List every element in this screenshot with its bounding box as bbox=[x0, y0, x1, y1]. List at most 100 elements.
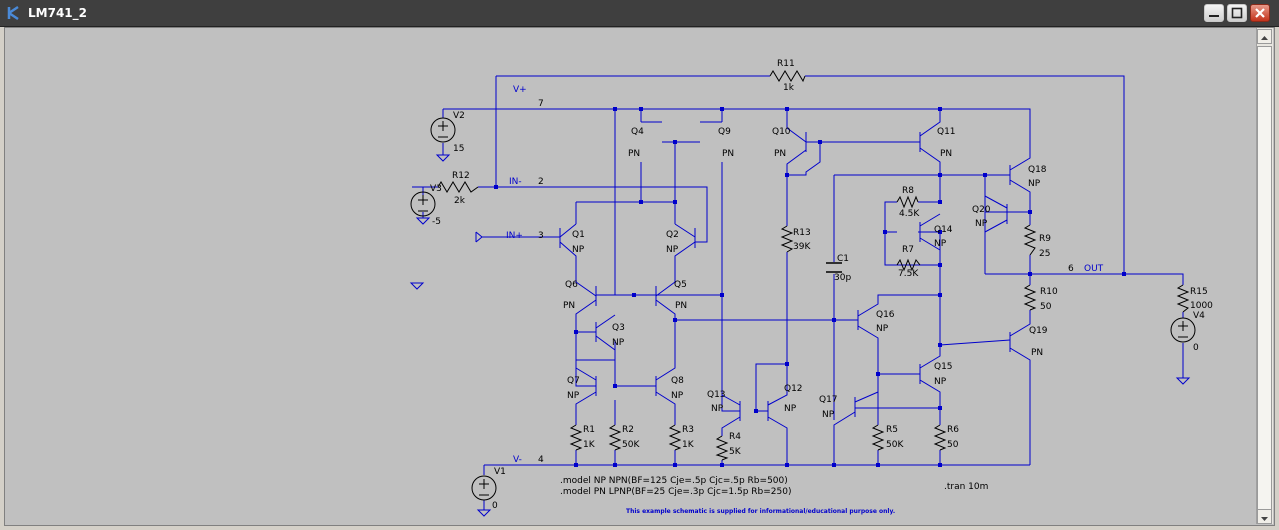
label-r13-value: 39K bbox=[793, 242, 811, 252]
label-v1-value: 0 bbox=[492, 501, 498, 511]
scroll-up-button[interactable] bbox=[1257, 29, 1272, 44]
label-r6-value: 50 bbox=[947, 440, 959, 450]
label-q11: Q11 bbox=[937, 127, 956, 137]
label-r1: R1 bbox=[583, 425, 595, 435]
label-q14-model: NP bbox=[934, 239, 947, 249]
source-v2 bbox=[430, 117, 456, 143]
label-q13-model: NP bbox=[711, 404, 724, 414]
node-6: 6 bbox=[1068, 264, 1074, 274]
label-r2-value: 50K bbox=[622, 440, 640, 450]
label-r11: R11 bbox=[777, 59, 795, 69]
resistor-r11 bbox=[769, 70, 806, 83]
spice-model-pn: .model PN LPNP(BF=25 Cje=.3p Cjc=1.5p Rb… bbox=[560, 487, 791, 497]
label-c1-value: 30p bbox=[834, 273, 851, 283]
close-icon bbox=[1255, 8, 1265, 18]
ground-v1 bbox=[476, 509, 492, 517]
resistor-r9 bbox=[1023, 224, 1037, 256]
label-q4: Q4 bbox=[631, 127, 644, 137]
label-r10: R10 bbox=[1040, 287, 1058, 297]
resistor-r12 bbox=[437, 181, 479, 193]
label-q12: Q12 bbox=[784, 384, 803, 394]
ground-v2 bbox=[435, 154, 451, 162]
label-r7: R7 bbox=[902, 245, 914, 255]
disclaimer-text: This example schematic is supplied for i… bbox=[626, 508, 895, 515]
label-q2: Q2 bbox=[666, 230, 679, 240]
resistor-r6 bbox=[933, 424, 947, 451]
ltspice-icon bbox=[7, 5, 19, 21]
resistor-r1 bbox=[569, 424, 583, 451]
node-7: 7 bbox=[538, 99, 544, 109]
label-r15-value: 1000 bbox=[1190, 301, 1213, 311]
node-2: 2 bbox=[538, 177, 544, 187]
label-r3: R3 bbox=[682, 425, 694, 435]
label-r12: R12 bbox=[452, 171, 470, 181]
grounds bbox=[409, 154, 1191, 517]
resistor-r10 bbox=[1023, 284, 1037, 311]
title-bar: LM741_2 bbox=[0, 0, 1279, 27]
label-r4: R4 bbox=[729, 432, 741, 442]
label-q10-model: PN bbox=[774, 149, 786, 159]
source-v1 bbox=[471, 475, 497, 501]
net-in-minus: IN- bbox=[509, 177, 522, 187]
label-q19: Q19 bbox=[1029, 326, 1048, 336]
vertical-scrollbar[interactable] bbox=[1256, 28, 1273, 524]
label-q3: Q3 bbox=[612, 323, 625, 333]
label-r3-value: 1K bbox=[682, 440, 695, 450]
label-q12-model: NP bbox=[784, 404, 797, 414]
maximize-icon bbox=[1231, 7, 1243, 19]
in-plus-flag bbox=[475, 231, 483, 243]
label-q5-model: PN bbox=[675, 301, 687, 311]
label-q20: Q20 bbox=[972, 205, 991, 215]
ground-v4 bbox=[1175, 377, 1191, 385]
minimize-button[interactable] bbox=[1204, 4, 1224, 22]
label-q11-model: PN bbox=[940, 149, 952, 159]
resistor-r13 bbox=[780, 225, 794, 253]
label-v4: V4 bbox=[1193, 311, 1205, 321]
label-q20-model: NP bbox=[975, 219, 988, 229]
label-v4-value: 0 bbox=[1193, 343, 1199, 353]
label-r1-value: 1K bbox=[583, 440, 596, 450]
close-button[interactable] bbox=[1250, 4, 1270, 22]
label-v3-value: -5 bbox=[432, 217, 441, 227]
source-v4 bbox=[1170, 317, 1196, 343]
resistor-r4 bbox=[715, 435, 729, 461]
label-q17-model: NP bbox=[822, 410, 835, 420]
label-r9-value: 25 bbox=[1039, 249, 1050, 259]
scroll-down-button[interactable] bbox=[1257, 509, 1272, 524]
label-c1: C1 bbox=[837, 254, 849, 264]
net-out: OUT bbox=[1084, 264, 1104, 274]
label-v2-value: 15 bbox=[453, 144, 464, 154]
label-q16-model: NP bbox=[876, 324, 889, 334]
label-v3: V3 bbox=[430, 184, 442, 194]
label-q8: Q8 bbox=[671, 376, 684, 386]
resistor-r15 bbox=[1176, 284, 1190, 313]
node-4: 4 bbox=[538, 455, 544, 465]
ground-v3 bbox=[415, 217, 431, 225]
label-q13: Q13 bbox=[707, 390, 726, 400]
label-r10-value: 50 bbox=[1040, 302, 1052, 312]
ground-stray bbox=[409, 282, 425, 290]
scroll-thumb[interactable] bbox=[1257, 46, 1272, 510]
wires bbox=[412, 75, 1184, 510]
label-q5: Q5 bbox=[674, 280, 687, 290]
label-r9: R9 bbox=[1039, 234, 1051, 244]
label-r11-value: 1k bbox=[783, 83, 795, 93]
label-v1: V1 bbox=[494, 467, 506, 477]
label-r8-value: 4.5K bbox=[899, 209, 920, 219]
label-q3-model: NP bbox=[612, 338, 625, 348]
label-q1-model: NP bbox=[572, 245, 585, 255]
resistor-r7 bbox=[896, 258, 921, 272]
label-q9-model: PN bbox=[722, 149, 734, 159]
label-q10: Q10 bbox=[772, 127, 791, 137]
spice-model-np: .model NP NPN(BF=125 Cje=.5p Cjc=.5p Rb=… bbox=[560, 476, 788, 486]
label-q17: Q17 bbox=[819, 395, 838, 405]
maximize-button[interactable] bbox=[1227, 4, 1247, 22]
minimize-icon bbox=[1209, 15, 1219, 17]
label-q19-model: PN bbox=[1031, 348, 1043, 358]
resistor-r5 bbox=[871, 424, 885, 451]
label-r6: R6 bbox=[947, 425, 959, 435]
window-title: LM741_2 bbox=[28, 6, 87, 20]
label-q18: Q18 bbox=[1028, 165, 1047, 175]
net-vplus: V+ bbox=[513, 85, 527, 95]
label-r5: R5 bbox=[886, 425, 898, 435]
